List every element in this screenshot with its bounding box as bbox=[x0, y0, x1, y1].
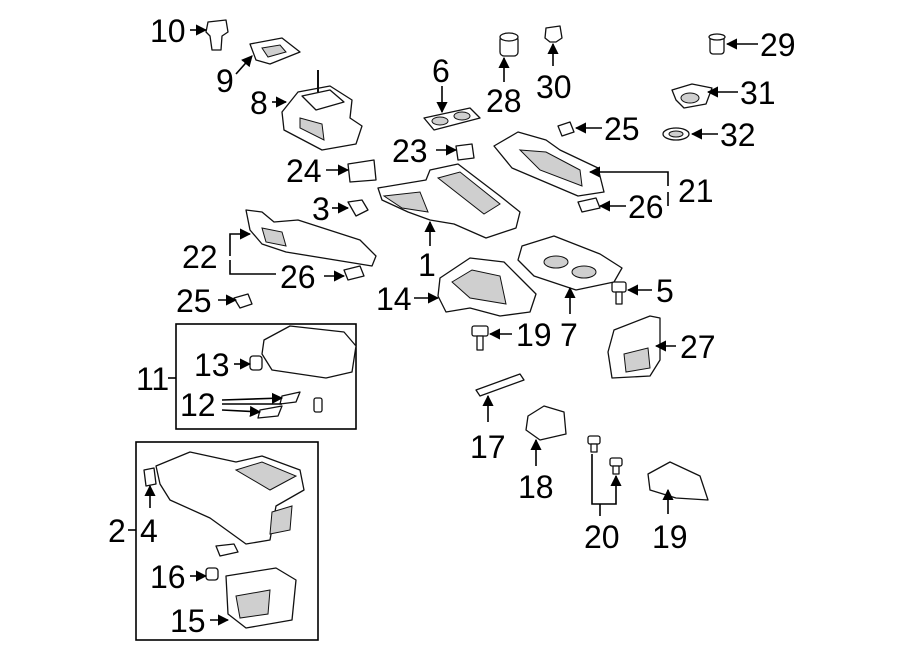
part-27-end-panel bbox=[607, 315, 661, 379]
callout-26-right: 26 bbox=[628, 189, 664, 225]
callout-29: 29 bbox=[760, 27, 796, 63]
part-13-screw bbox=[249, 355, 263, 371]
part-15-storage-bin bbox=[225, 567, 297, 629]
part-18-bracket bbox=[525, 405, 567, 441]
part-23-clip bbox=[455, 143, 475, 161]
callout-19-bottom: 19 bbox=[652, 519, 688, 555]
callout-30: 30 bbox=[536, 69, 572, 105]
callout-16: 16 bbox=[150, 559, 186, 595]
callout-8: 8 bbox=[250, 85, 268, 121]
part-19-bolt-top bbox=[471, 325, 489, 351]
part-17-strip bbox=[475, 373, 525, 397]
callout-2: 2 bbox=[108, 513, 126, 549]
part-19-bracket-bottom bbox=[647, 461, 709, 501]
part-4-clip bbox=[143, 467, 157, 487]
callout-21: 21 bbox=[678, 173, 714, 209]
part-26-clip-left bbox=[343, 265, 365, 281]
callout-31: 31 bbox=[740, 75, 776, 111]
callout-9: 9 bbox=[216, 63, 234, 99]
callout-1: 1 bbox=[418, 247, 436, 283]
callout-20: 20 bbox=[584, 519, 620, 555]
part-6-cupholder-insert bbox=[423, 107, 481, 131]
callout-10: 10 bbox=[150, 13, 186, 49]
group-2-box bbox=[135, 441, 319, 641]
part-14-bracket bbox=[437, 257, 537, 317]
callout-25-top: 25 bbox=[604, 111, 640, 147]
leader-lines bbox=[128, 24, 758, 626]
part-32-washer bbox=[662, 127, 690, 141]
part-1-console-base bbox=[377, 163, 521, 239]
callout-13: 13 bbox=[194, 347, 230, 383]
part-10-shift-knob bbox=[205, 19, 229, 51]
part-7-trim-panel bbox=[517, 235, 623, 291]
part-24-bracket bbox=[347, 159, 377, 183]
part-21-side-panel bbox=[493, 131, 605, 197]
part-9-bezel bbox=[249, 37, 301, 65]
callout-5: 5 bbox=[656, 273, 674, 309]
part-11-armrest-lid bbox=[261, 325, 357, 379]
callout-11: 11 bbox=[136, 361, 169, 397]
callout-26-left: 26 bbox=[280, 259, 316, 295]
callout-3: 3 bbox=[312, 191, 330, 227]
part-29-socket bbox=[708, 33, 726, 55]
part-28-plug bbox=[499, 32, 519, 57]
callout-17: 17 bbox=[470, 429, 506, 465]
part-26-clip-right bbox=[577, 197, 601, 213]
callout-14: 14 bbox=[376, 281, 412, 317]
part-22-side-panel bbox=[245, 209, 377, 267]
callout-7: 7 bbox=[560, 317, 578, 353]
callout-18: 18 bbox=[518, 469, 554, 505]
part-8-shifter-assembly bbox=[281, 70, 363, 151]
callout-15: 15 bbox=[170, 603, 206, 639]
callout-23: 23 bbox=[392, 133, 428, 169]
part-25-screw-left bbox=[233, 293, 253, 309]
callout-27: 27 bbox=[680, 329, 716, 365]
part-20-bolts bbox=[587, 435, 623, 475]
callout-32: 32 bbox=[720, 117, 756, 153]
callout-22: 22 bbox=[182, 239, 218, 275]
part-25-screw-top bbox=[557, 121, 575, 137]
part-2-console-body bbox=[155, 451, 305, 545]
part-12-hinge bbox=[257, 391, 323, 419]
group-11-box bbox=[175, 323, 357, 430]
part-31-bracket bbox=[671, 83, 713, 109]
callout-28: 28 bbox=[486, 83, 522, 119]
part-16-screw bbox=[205, 543, 239, 581]
callout-19-top: 19 bbox=[516, 317, 552, 353]
part-3-bolt bbox=[347, 199, 369, 217]
callout-25-left: 25 bbox=[176, 283, 212, 319]
part-30-clip bbox=[544, 25, 563, 43]
callout-24: 24 bbox=[286, 153, 322, 189]
callout-6: 6 bbox=[432, 53, 450, 89]
part-5-bolt bbox=[611, 281, 627, 305]
callout-numbers: 10 9 8 6 28 30 29 31 32 25 23 24 3 1 26 … bbox=[108, 13, 796, 639]
callout-12: 12 bbox=[180, 387, 216, 423]
callout-4: 4 bbox=[140, 513, 158, 549]
